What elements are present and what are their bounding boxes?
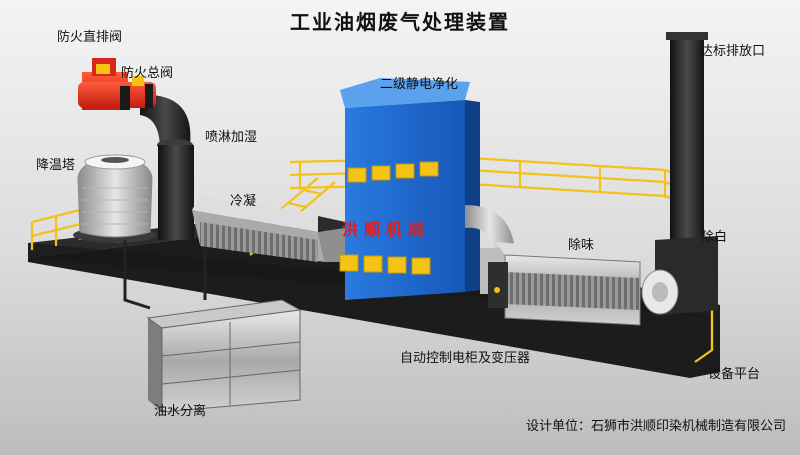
cooling-tower — [73, 154, 157, 243]
label-control-cabinet: 自动控制电柜及变压器 — [400, 351, 531, 366]
inlet-duct — [140, 94, 194, 240]
label-stack: 达标排放口 — [700, 44, 766, 59]
deodorizer-unit — [488, 242, 641, 326]
label-cooling-tower: 降温塔 — [36, 158, 76, 173]
label-dewhite: 除白 — [701, 230, 728, 245]
oil-water-separator — [123, 240, 302, 413]
label-oil-water: 油水分离 — [154, 404, 207, 419]
discharge-stack — [641, 32, 718, 316]
label-spray-humidify: 喷淋加湿 — [205, 130, 258, 145]
label-deodorize: 除味 — [568, 238, 595, 253]
condenser-duct — [192, 196, 345, 262]
diagram-title: 工业油烟废气处理装置 — [290, 10, 510, 34]
label-esp: 二级静电净化 — [380, 77, 459, 92]
label-condense: 冷凝 — [230, 194, 257, 209]
label-fire-main-valve: 防火总阀 — [121, 66, 174, 81]
label-fire-direct-valve: 防火直排阀 — [57, 30, 123, 45]
designer-credit: 设计单位：石狮市洪顺印染机械制造有限公司 — [525, 419, 786, 434]
electrostatic-precipitator — [339, 78, 480, 300]
fire-valves — [78, 58, 156, 110]
label-platform: 设备平台 — [708, 367, 761, 382]
brand-label: 洪顺机械 — [342, 220, 431, 239]
